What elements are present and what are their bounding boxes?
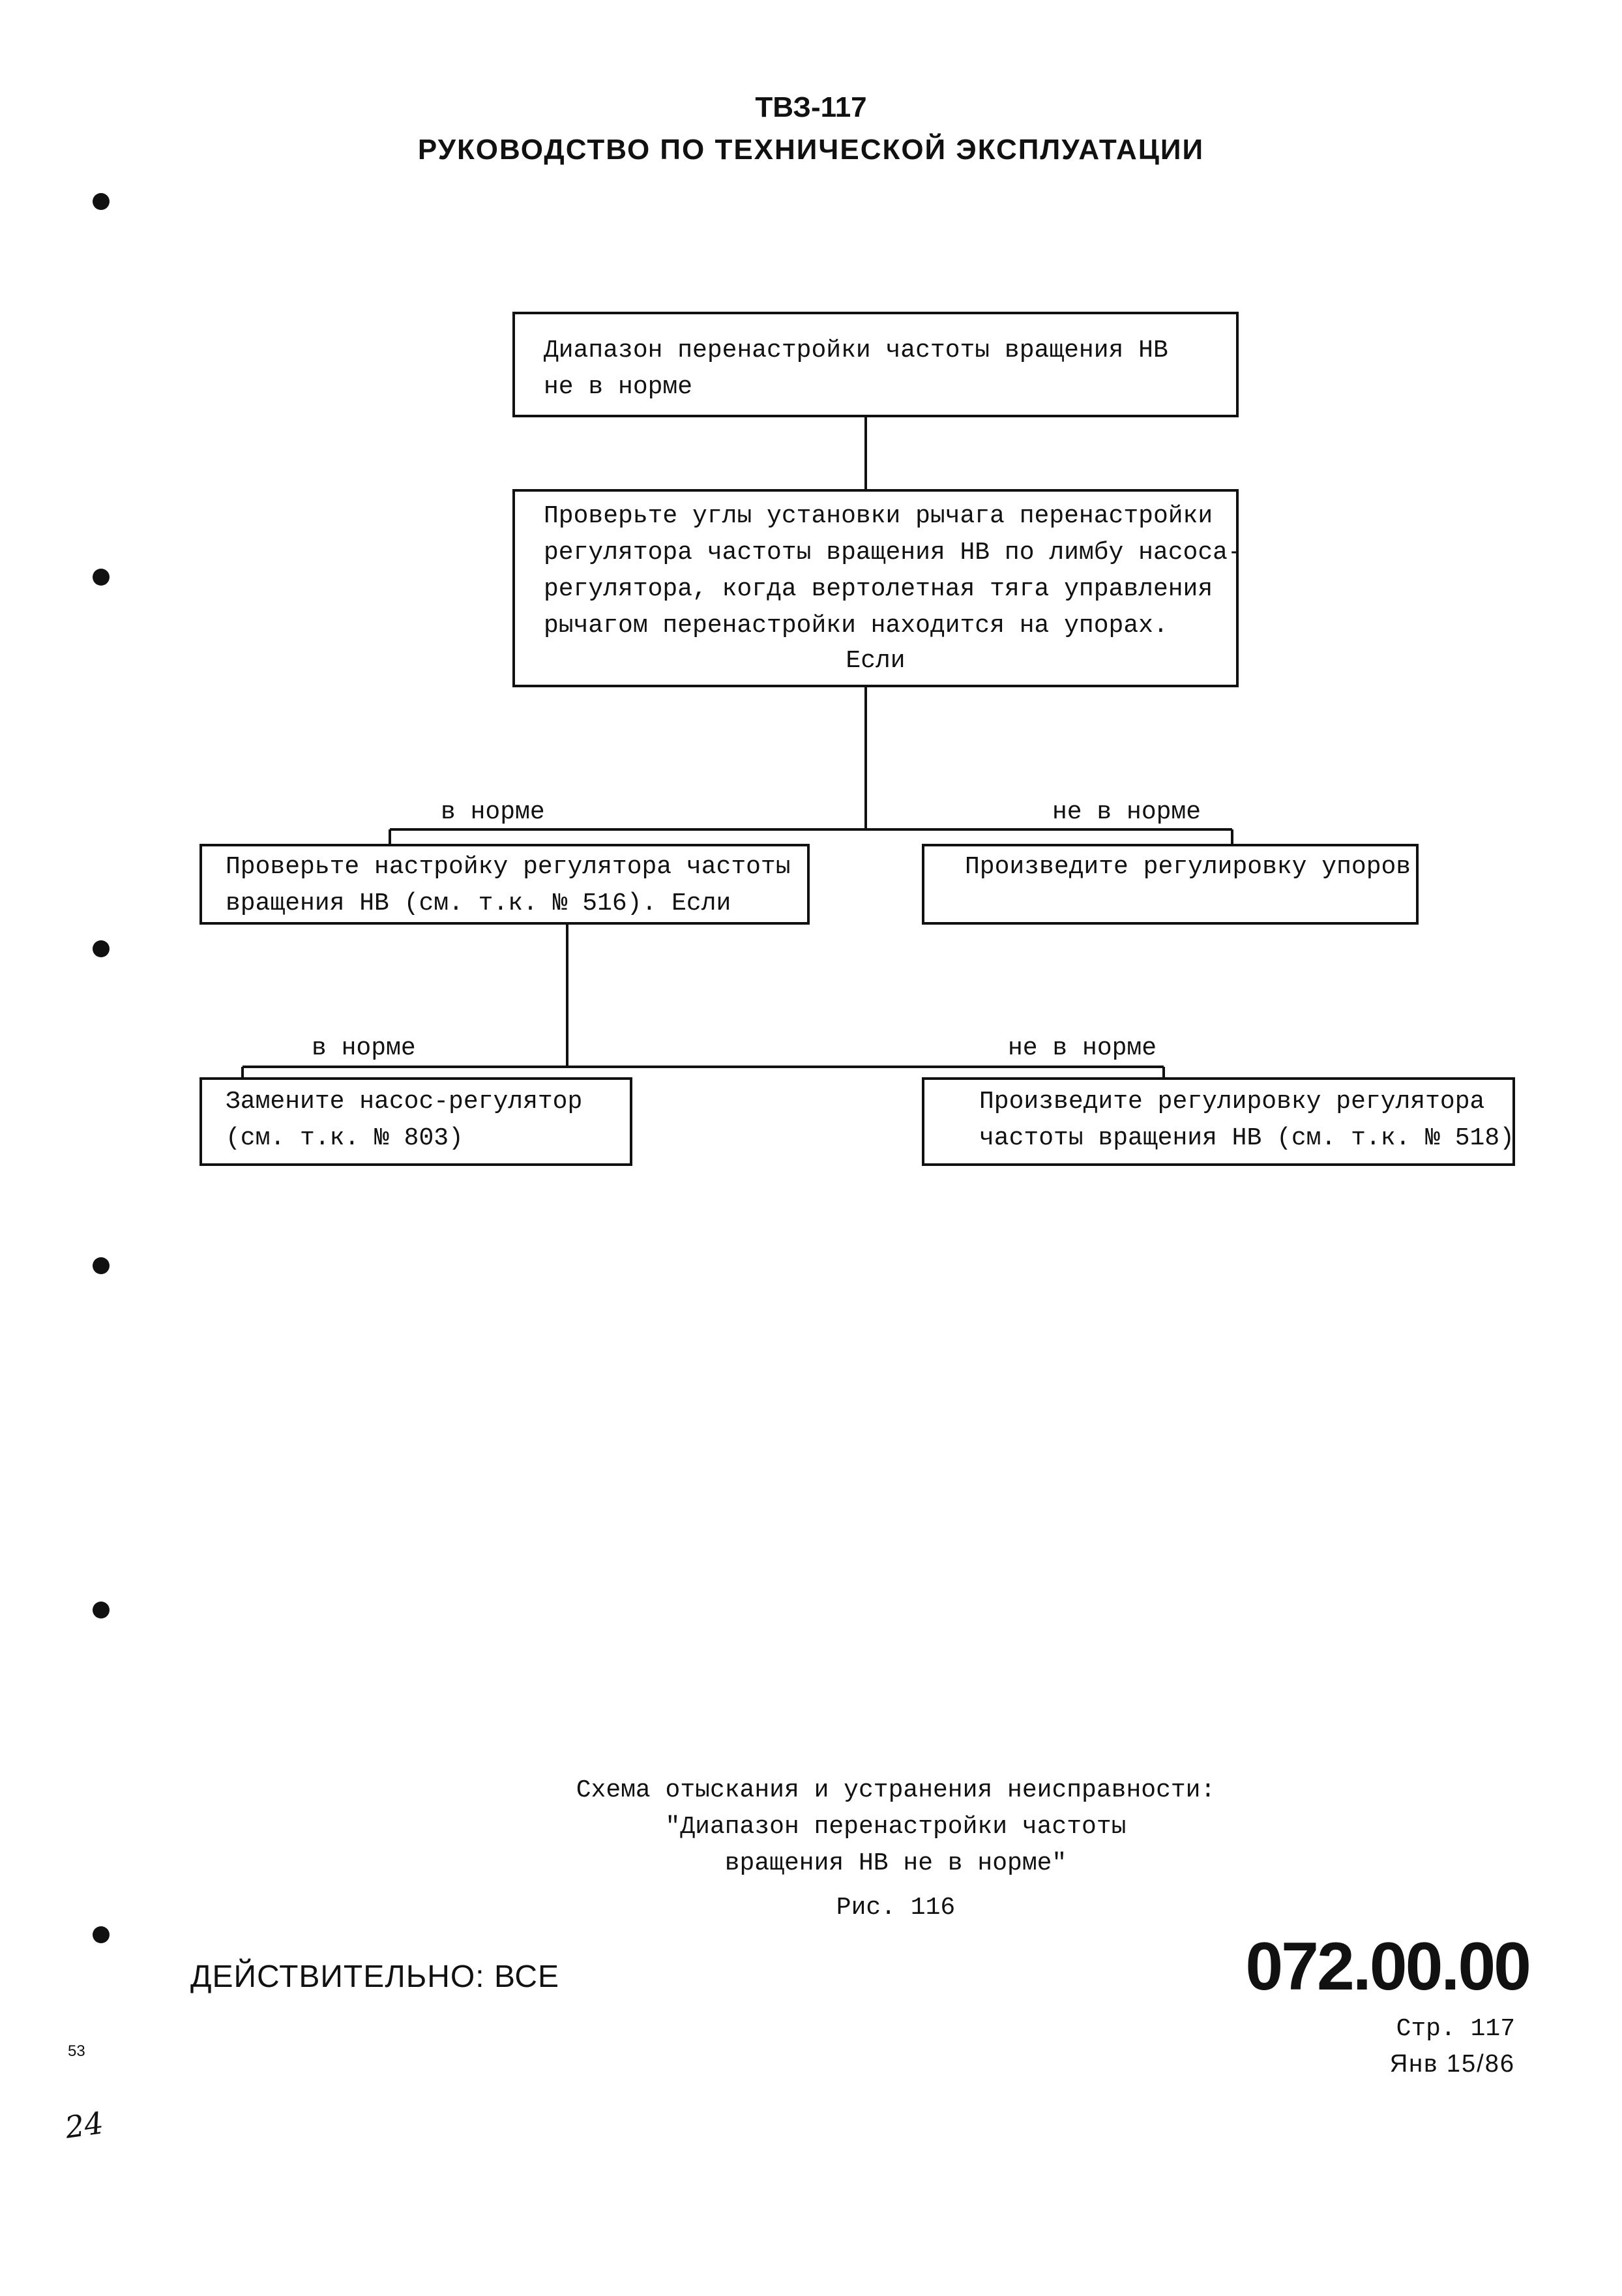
binder-hole: [93, 569, 110, 586]
document-section-number: 072.00.00: [1245, 1929, 1531, 2005]
document-model: ТВЗ-117: [755, 91, 867, 123]
flow-node-replace-pump: Замените насос-регулятор (см. т.к. № 803…: [199, 1077, 632, 1166]
flow-node-text: Замените насос-регулятор (см. т.к. № 803…: [226, 1088, 583, 1152]
flow-node-check-angles: Проверьте углы установки рычага перенаст…: [512, 489, 1243, 687]
binder-hole: [93, 1926, 110, 1943]
branch-label-abnormal: не в норме: [1052, 798, 1202, 826]
flow-node-text: Диапазон перенастройки частоты вращения …: [544, 336, 1168, 401]
margin-note: 53: [68, 2042, 85, 2060]
binder-hole: [93, 1602, 110, 1618]
document-title: РУКОВОДСТВО ПО ТЕХНИЧЕСКОЙ ЭКСПЛУАТАЦИИ: [417, 134, 1205, 166]
flow-node-problem: Диапазон перенастройки частоты вращения …: [512, 312, 1239, 417]
flow-node-text: Проверьте углы установки рычага перенаст…: [544, 502, 1243, 640]
flow-node-adjust-regulator: Произведите регулировку регулятора часто…: [922, 1077, 1515, 1166]
page-number: Стр. 117: [1396, 2015, 1515, 2043]
flow-condition-if: Если: [846, 647, 906, 675]
flow-node-adjust-stops: Произведите регулировку упоров: [922, 844, 1419, 925]
handwritten-mark: 24: [63, 2105, 106, 2145]
validity-label: ДЕЙСТВИТЕЛЬНО: ВСЕ: [190, 1960, 560, 1994]
flow-node-check-regulator: Проверьте настройку регулятора частоты в…: [199, 844, 810, 925]
branch-label-abnormal: не в норме: [1008, 1034, 1157, 1062]
flow-node-text: Проверьте настройку регулятора частоты в…: [226, 853, 791, 917]
binder-hole: [93, 193, 110, 210]
revision-date: Янв 15/86: [1389, 2050, 1515, 2078]
branch-label-normal: в норме: [312, 1034, 416, 1062]
binder-hole: [93, 1257, 110, 1274]
flow-node-text: Произведите регулировку регулятора часто…: [979, 1088, 1514, 1152]
figure-caption: Схема отыскания и устранения неисправнос…: [576, 1776, 1216, 1877]
figure-number: Рис. 116: [836, 1894, 956, 1922]
branch-label-normal: в норме: [441, 798, 545, 826]
binder-hole: [93, 940, 110, 957]
flow-node-text: Произведите регулировку упоров: [965, 853, 1411, 881]
